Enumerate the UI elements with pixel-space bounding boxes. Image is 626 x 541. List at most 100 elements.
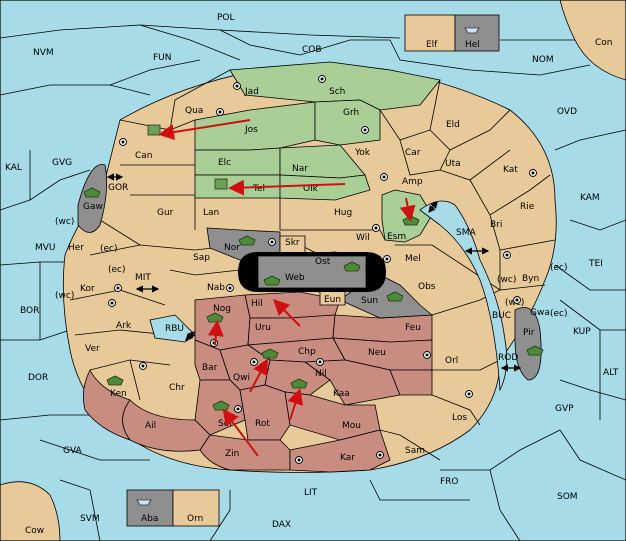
army-icon: [214, 178, 228, 190]
army-icon: [83, 187, 101, 198]
svg-text:Qua: Qua: [185, 106, 203, 116]
army-icon: [290, 378, 308, 389]
svg-text:Gaw: Gaw: [83, 202, 103, 212]
svg-text:Nar: Nar: [292, 164, 308, 174]
svg-text:Gwa: Gwa: [530, 308, 550, 318]
svg-text:Ail: Ail: [145, 421, 156, 431]
supply-center-icon: [139, 362, 147, 370]
svg-text:Con: Con: [595, 38, 613, 48]
sea-boundaries: [0, 24, 626, 541]
svg-text:(ec): (ec): [550, 309, 568, 319]
svg-text:Ark: Ark: [116, 321, 132, 331]
svg-text:Kar: Kar: [340, 453, 355, 463]
svg-text:Sam: Sam: [405, 446, 425, 456]
supply-centers: [108, 75, 537, 464]
svg-text:ROD: ROD: [498, 353, 518, 363]
svg-text:DAX: DAX: [272, 520, 291, 530]
supply-center-icon: [380, 173, 388, 181]
svg-text:Elf: Elf: [426, 40, 438, 50]
svg-text:Grh: Grh: [343, 108, 359, 118]
svg-text:Kaa: Kaa: [333, 389, 350, 399]
box-hel: [454, 14, 500, 52]
svg-text:Car: Car: [405, 148, 421, 158]
svg-text:Hil: Hil: [251, 299, 263, 309]
svg-text:Lan: Lan: [203, 208, 219, 218]
supply-center-icon: [295, 456, 303, 464]
supply-center-icon: [210, 339, 218, 347]
supply-center-icon: [216, 108, 224, 116]
svg-text:Chp: Chp: [298, 347, 316, 357]
svg-text:KUP: KUP: [573, 327, 591, 337]
svg-text:Nil: Nil: [315, 369, 327, 379]
move-arrow-icon: [249, 358, 268, 393]
svg-text:Sch: Sch: [329, 87, 345, 97]
svg-text:Zin: Zin: [225, 449, 239, 459]
army-icon: [526, 345, 544, 356]
svg-text:Uru: Uru: [255, 323, 271, 333]
svg-text:BUC: BUC: [492, 311, 511, 321]
svg-text:Sol: Sol: [218, 419, 232, 429]
svg-text:Nor: Nor: [224, 243, 240, 253]
supply-center-icon: [114, 284, 122, 292]
supply-center-icon: [383, 255, 391, 263]
double-arrows: [106, 173, 522, 372]
svg-text:MVU: MVU: [35, 243, 56, 253]
move-arrow-icon: [273, 299, 301, 327]
svg-text:(ec): (ec): [108, 265, 126, 275]
supply-center-icon: [529, 169, 537, 177]
svg-text:Uta: Uta: [445, 159, 461, 169]
svg-text:Can: Can: [135, 151, 153, 161]
svg-text:Eld: Eld: [446, 120, 460, 130]
svg-text:GVP: GVP: [555, 404, 574, 414]
svg-text:GVG: GVG: [52, 158, 72, 168]
svg-text:OVD: OVD: [557, 107, 577, 117]
double-arrow-icon: [428, 201, 438, 213]
fleet-icon: [464, 27, 480, 34]
svg-text:ALT: ALT: [603, 368, 619, 378]
svg-text:Gur: Gur: [157, 208, 174, 218]
supply-center-icon: [318, 75, 326, 83]
svg-text:GOR: GOR: [108, 183, 128, 193]
svg-text:DOR: DOR: [28, 373, 48, 383]
svg-text:Esm: Esm: [387, 232, 406, 242]
svg-text:Nog: Nog: [213, 304, 231, 314]
svg-text:Skr: Skr: [285, 238, 300, 248]
supply-center-icon: [423, 351, 431, 359]
svg-text:Neu: Neu: [368, 348, 386, 358]
svg-text:Orl: Orl: [445, 356, 458, 366]
army-icon: [263, 275, 281, 286]
svg-text:Feu: Feu: [405, 323, 421, 333]
svg-text:FRO: FRO: [440, 477, 459, 487]
svg-text:(wc): (wc): [55, 217, 74, 227]
supply-center-icon: [513, 296, 521, 304]
supply-center-icon: [372, 224, 380, 232]
supply-center-icon: [226, 284, 234, 292]
svg-text:Ver: Ver: [85, 344, 100, 354]
svg-text:Olk: Olk: [303, 184, 319, 194]
army-icon: [343, 261, 361, 272]
move-arrow-icon: [222, 408, 259, 457]
double-arrow-icon: [185, 331, 195, 341]
units[interactable]: [83, 27, 544, 506]
svg-text:Jad: Jad: [244, 87, 259, 97]
svg-text:(ec): (ec): [550, 263, 568, 273]
svg-text:Pir: Pir: [523, 328, 535, 338]
svg-text:Orn: Orn: [187, 514, 203, 524]
supply-center-icon: [233, 82, 241, 90]
move-arrows: [158, 119, 416, 457]
fleet-icon: [136, 499, 152, 506]
svg-text:SMA: SMA: [456, 228, 476, 238]
inner-sea: [419, 200, 508, 392]
svg-text:Ken: Ken: [110, 389, 127, 399]
svg-text:Bri: Bri: [490, 220, 502, 230]
svg-text:(wc): (wc): [497, 275, 516, 285]
svg-text:GVA: GVA: [63, 446, 83, 456]
svg-text:Amp: Amp: [402, 177, 423, 187]
svg-text:RBU: RBU: [165, 324, 184, 334]
army-icon: [238, 235, 256, 246]
supply-center-icon: [376, 451, 384, 459]
army-icon: [106, 375, 124, 386]
svg-text:Cow: Cow: [25, 526, 44, 536]
army-icon: [386, 291, 404, 302]
